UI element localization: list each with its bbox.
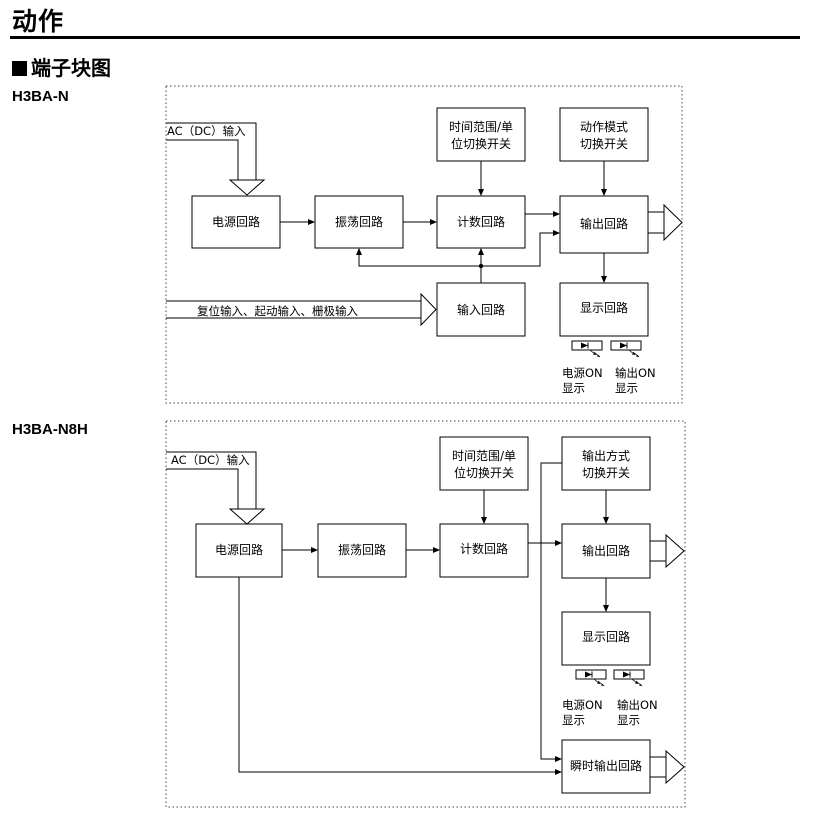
power-led-icon xyxy=(575,669,607,687)
input-circuit-label: 输入回路 xyxy=(457,302,505,317)
power-led-label-line1: 电源ON xyxy=(562,366,603,380)
counter-block: 计数回路 xyxy=(439,523,529,578)
oscillator-block: 振荡回路 xyxy=(314,195,404,249)
diagram-n8h-connections xyxy=(238,462,609,775)
instant-output-label: 瞬时输出回路 xyxy=(570,758,642,773)
output-circuit-block: 输出回路 xyxy=(559,195,649,254)
reset-input-wire xyxy=(166,300,422,319)
instant-output-wire xyxy=(650,756,666,778)
oscillator-block: 振荡回路 xyxy=(317,523,407,578)
title-rule xyxy=(10,36,800,39)
time-range-switch-block: 时间范围/单 位切换开关 xyxy=(439,436,529,491)
output-led-icon xyxy=(613,669,645,687)
ac-input-label: AC（DC）输入 xyxy=(171,453,250,467)
output-circuit-label: 输出回路 xyxy=(580,216,628,231)
ac-input-arrow xyxy=(228,508,266,525)
model-label-n: H3BA-N xyxy=(12,88,69,105)
counter-label: 计数回路 xyxy=(460,541,508,556)
section-heading-text: 端子块图 xyxy=(31,56,111,80)
square-bullet-icon xyxy=(12,61,27,76)
output-led-label-line1: 输出ON xyxy=(615,366,656,380)
power-led-label-line2: 显示 xyxy=(562,713,585,727)
instant-output-arrow-icon xyxy=(665,749,685,785)
ac-input-wire xyxy=(166,122,257,180)
display-circuit-block: 显示回路 xyxy=(561,611,651,666)
time-range-switch-line2: 位切换开关 xyxy=(451,136,511,151)
output-wire xyxy=(650,540,666,562)
ac-input-wire xyxy=(166,451,257,509)
output-mode-switch-block: 输出方式 切换开关 xyxy=(561,436,651,491)
counter-label: 计数回路 xyxy=(457,214,505,229)
power-led-label-line1: 电源ON xyxy=(562,698,603,712)
page-title: 动作 xyxy=(12,7,65,36)
diagram-n8h: AC（DC）输入 电源回路 振荡回路 计数回路 输出回路 时间范围/单 位切换开… xyxy=(165,420,686,808)
display-circuit-label: 显示回路 xyxy=(582,629,630,644)
oscillator-label: 振荡回路 xyxy=(335,214,383,229)
time-range-switch-line2: 位切换开关 xyxy=(454,465,514,480)
output-led-label-line1: 输出ON xyxy=(617,698,658,712)
mode-switch-block: 动作模式 切换开关 xyxy=(559,107,649,162)
power-led-icon xyxy=(571,340,603,358)
diagram-n8h-frame xyxy=(165,420,686,808)
power-circuit-block: 电源回路 xyxy=(195,523,283,578)
mode-switch-line1: 动作模式 xyxy=(580,120,628,134)
diagram-n: AC（DC）输入 电源回路 振荡回路 计数回路 输出回路 时间范围/单 位切换开… xyxy=(165,85,683,404)
time-range-switch-line1: 时间范围/单 xyxy=(452,449,516,463)
power-circuit-label: 电源回路 xyxy=(215,542,263,557)
diagram-n-connections xyxy=(280,161,607,283)
time-range-switch-line1: 时间范围/单 xyxy=(449,120,513,134)
counter-block: 计数回路 xyxy=(436,195,526,249)
output-led-icon xyxy=(610,340,642,358)
output-mode-switch-line1: 输出方式 xyxy=(582,448,630,463)
mode-switch-line2: 切换开关 xyxy=(580,137,628,151)
output-arrow-icon xyxy=(663,203,683,242)
output-led-label-line2: 显示 xyxy=(617,713,640,727)
reset-start-gate-input-label: 复位输入、起动输入、栅极输入 xyxy=(197,304,358,318)
output-circuit-block: 输出回路 xyxy=(561,523,651,579)
display-circuit-block: 显示回路 xyxy=(559,282,649,337)
oscillator-label: 振荡回路 xyxy=(338,542,386,557)
output-wire xyxy=(648,211,664,234)
output-circuit-label: 输出回路 xyxy=(582,543,630,558)
power-circuit-label: 电源回路 xyxy=(212,214,260,229)
output-mode-switch-line2: 切换开关 xyxy=(582,466,630,480)
reset-input-arrow xyxy=(420,292,437,327)
output-led-label-line2: 显示 xyxy=(615,381,638,395)
power-led-label-line2: 显示 xyxy=(562,381,585,395)
display-circuit-label: 显示回路 xyxy=(580,300,628,315)
time-range-switch-block: 时间范围/单 位切换开关 xyxy=(436,107,526,162)
input-circuit-block: 输入回路 xyxy=(436,282,526,337)
ac-input-arrow xyxy=(228,179,266,196)
instant-output-block: 瞬时输出回路 xyxy=(561,739,651,794)
ac-input-label: AC（DC）输入 xyxy=(167,124,246,138)
output-arrow-icon xyxy=(665,533,685,569)
model-label-n8h: H3BA-N8H xyxy=(12,421,88,438)
section-heading: 端子块图 xyxy=(12,52,111,81)
power-circuit-block: 电源回路 xyxy=(191,195,281,249)
